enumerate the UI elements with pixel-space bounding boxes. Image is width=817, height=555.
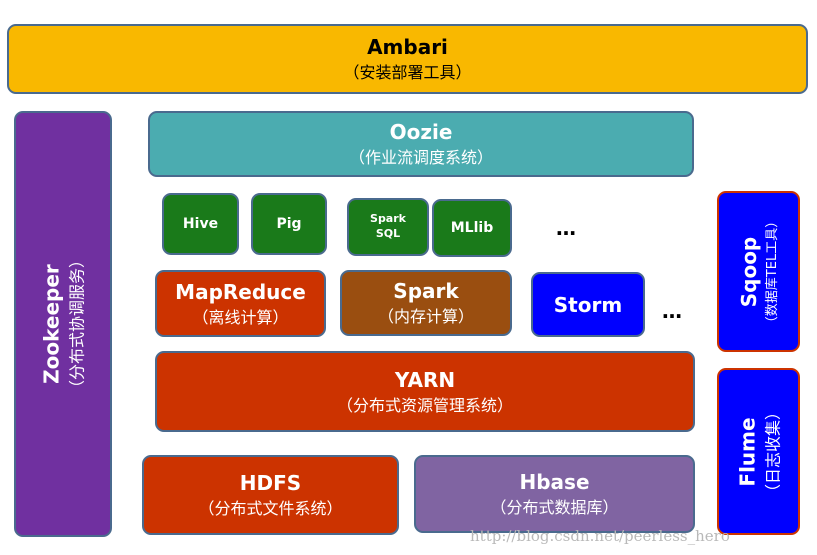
oozie-title: Oozie	[389, 120, 453, 145]
spark-subtitle: （内存计算）	[377, 307, 474, 327]
flume-text: Flume （日志收集）	[735, 403, 782, 499]
watermark-url: http://blog.csdn.net/peerless_hero	[470, 527, 730, 545]
hdfs-subtitle: （分布式文件系统）	[198, 499, 343, 519]
storm-title: Storm	[553, 292, 623, 317]
spark-sql-box: Spark SQL	[347, 198, 429, 256]
hive-title: Hive	[182, 215, 219, 232]
zookeeper-subtitle: （分布式协调服务）	[67, 251, 87, 397]
hbase-box: Hbase （分布式数据库）	[414, 455, 695, 533]
mllib-title: MLlib	[450, 219, 494, 236]
sqoop-title: Sqoop	[736, 236, 761, 307]
flume-box: Flume （日志收集）	[717, 368, 800, 535]
zookeeper-text: Zookeeper （分布式协调服务）	[39, 252, 86, 396]
storm-box: Storm	[531, 272, 645, 337]
oozie-subtitle: （作业流调度系统）	[348, 148, 493, 168]
yarn-subtitle: （分布式资源管理系统）	[336, 395, 513, 415]
spark-sql-line1: Spark	[370, 212, 406, 226]
mapreduce-box: MapReduce （离线计算）	[155, 270, 326, 337]
pig-title: Pig	[276, 215, 302, 232]
ellipsis-top: …	[556, 216, 577, 240]
pig-box: Pig	[251, 193, 327, 255]
hive-box: Hive	[162, 193, 239, 255]
oozie-box: Oozie （作业流调度系统）	[148, 111, 694, 177]
spark-title: Spark	[393, 279, 459, 304]
sqoop-box: Sqoop （数据库TEL工具）	[717, 191, 800, 352]
spark-sql-line2: SQL	[375, 227, 401, 240]
ambari-subtitle: （安装部署工具）	[343, 63, 472, 83]
ambari-title: Ambari	[367, 35, 448, 60]
hbase-title: Hbase	[519, 470, 590, 495]
hbase-subtitle: （分布式数据库）	[490, 498, 619, 518]
spark-box: Spark （内存计算）	[340, 270, 512, 336]
flume-title: Flume	[734, 416, 759, 487]
yarn-title: YARN	[394, 367, 456, 392]
mapreduce-subtitle: （离线计算）	[192, 307, 289, 327]
mapreduce-title: MapReduce	[175, 279, 306, 304]
ambari-box: Ambari （安装部署工具）	[7, 24, 808, 94]
sqoop-text: Sqoop （数据库TEL工具）	[737, 214, 781, 328]
yarn-box: YARN （分布式资源管理系统）	[155, 351, 695, 432]
sqoop-subtitle: （数据库TEL工具）	[764, 214, 780, 329]
mllib-box: MLlib	[432, 199, 512, 257]
hdfs-box: HDFS （分布式文件系统）	[142, 455, 399, 535]
hdfs-title: HDFS	[239, 471, 302, 496]
flume-subtitle: （日志收集）	[762, 403, 782, 500]
zookeeper-title: Zookeeper	[39, 264, 64, 384]
zookeeper-box: Zookeeper （分布式协调服务）	[14, 111, 112, 537]
ellipsis-mid: …	[662, 299, 683, 323]
